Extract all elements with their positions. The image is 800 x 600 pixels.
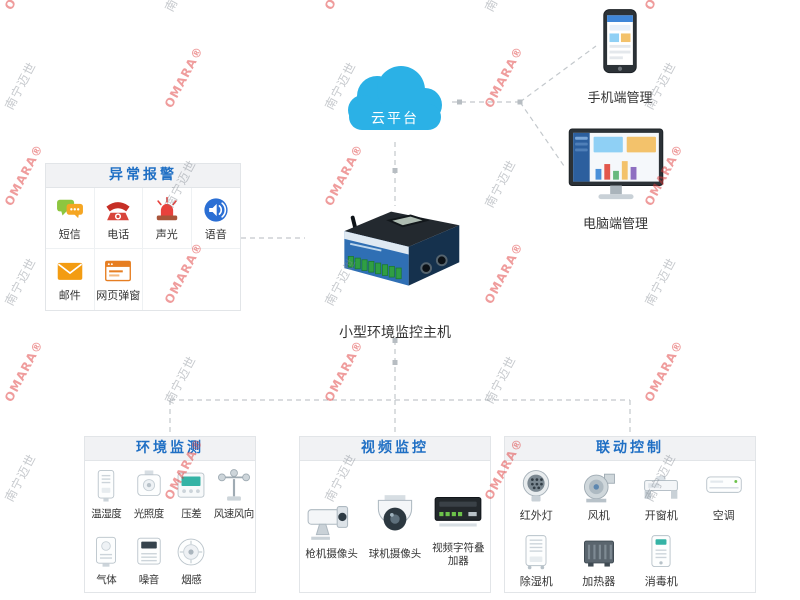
sensor-noise: 噪音: [128, 527, 171, 593]
alarm-voice-icon: [201, 195, 231, 225]
mobile-endpoint: 手机端管理: [570, 8, 670, 106]
camera-bullet-label: 枪机摄像头: [305, 548, 358, 561]
alarm-web-popup-icon: [103, 256, 133, 286]
environment-panel-body: 温湿度光照度 压差风速风向气体 噪音 烟感: [85, 461, 255, 593]
sensor-gas-label: 气体: [96, 574, 117, 587]
video-panel: 视频监控 枪机摄像头球机摄像头视频字符叠加器: [299, 436, 491, 593]
camera-bullet-icon: [305, 491, 359, 545]
control-panel: 联动控制 红外灯 风机 开窗机 空调除湿机 加热器 消毒机: [504, 436, 756, 593]
alarm-panel: 异常报警 短信 电话 声光 语音邮件 网页弹窗: [45, 163, 241, 311]
sensor-wind-icon: [215, 467, 253, 505]
host-device-icon: [307, 198, 483, 314]
device-heater-label: 加热器: [582, 574, 616, 588]
control-panel-title: 联动控制: [505, 437, 755, 461]
sensor-noise-icon: [130, 533, 168, 571]
device-window-opener: 开窗机: [630, 461, 693, 527]
alarm-email: 邮件: [46, 249, 95, 310]
sensor-light-label: 光照度: [133, 508, 165, 521]
alarm-sound-light-icon: [152, 195, 182, 225]
cloud-icon: [348, 66, 442, 130]
alarm-voice-label: 语音: [204, 227, 227, 241]
pc-label: 电脑端管理: [582, 217, 648, 232]
sensor-noise-label: 噪音: [138, 574, 160, 587]
sensor-smoke: 烟感: [170, 527, 213, 593]
sensor-light-icon: [130, 467, 168, 505]
cloud-label: 云平台: [371, 111, 419, 127]
device-window-opener-label: 开窗机: [644, 508, 678, 522]
video-overlay: 视频字符叠加器: [427, 461, 490, 591]
camera-dome-icon: [368, 491, 422, 545]
pc-endpoint: 电脑端管理: [553, 128, 678, 232]
sensor-pressure: 压差: [170, 461, 213, 527]
device-fan-icon: [579, 466, 619, 506]
control-panel-body: 红外灯 风机 开窗机 空调除湿机 加热器 消毒机: [505, 461, 755, 593]
alarm-email-label: 邮件: [58, 289, 81, 303]
device-fan: 风机: [568, 461, 631, 527]
video-overlay-icon: [431, 485, 485, 539]
camera-dome-label: 球机摄像头: [368, 548, 422, 561]
device-dehumidifier: 除湿机: [505, 527, 568, 593]
smartphone-icon: [599, 8, 641, 82]
sensor-gas-icon: [87, 533, 125, 571]
device-sterilizer: 消毒机: [630, 527, 693, 593]
sensor-wind: 风速风向: [213, 461, 256, 527]
device-window-opener-icon: [641, 466, 681, 506]
alarm-sms-icon: [55, 195, 85, 225]
alarm-phone-icon: [103, 195, 133, 225]
alarm-sms: 短信: [46, 188, 95, 249]
environment-panel: 环境监测 温湿度光照度 压差风速风向气体 噪音 烟感: [84, 436, 256, 593]
alarm-voice: 语音: [191, 188, 240, 249]
alarm-web-popup: 网页弹窗: [95, 249, 143, 310]
sensor-light: 光照度: [128, 461, 171, 527]
camera-dome: 球机摄像头: [363, 461, 426, 591]
device-ac-label: 空调: [712, 508, 735, 522]
camera-bullet: 枪机摄像头: [300, 461, 363, 591]
alarm-sms-label: 短信: [58, 227, 81, 241]
alarm-panel-body: 短信 电话 声光 语音邮件 网页弹窗: [46, 188, 240, 310]
video-overlay-label: 视频字符叠加器: [432, 541, 485, 567]
sensor-wind-label: 风速风向: [213, 508, 255, 521]
alarm-sound-light-label: 声光: [155, 227, 178, 241]
sensor-temp-humidity: 温湿度: [85, 461, 128, 527]
sensor-smoke-icon: [172, 533, 210, 571]
alarm-panel-title: 异常报警: [46, 164, 240, 188]
sensor-pressure-icon: [172, 467, 210, 505]
device-heater-icon: [579, 532, 619, 572]
mobile-label: 手机端管理: [587, 91, 653, 106]
device-ac: 空调: [693, 461, 756, 527]
device-heater: 加热器: [568, 527, 631, 593]
alarm-phone-label: 电话: [107, 227, 130, 241]
alarm-email-icon: [55, 256, 85, 286]
sensor-gas: 气体: [85, 527, 128, 593]
video-panel-title: 视频监控: [300, 437, 490, 461]
host-endpoint: 小型环境监控主机: [300, 198, 490, 342]
device-ir-light-icon: [516, 466, 556, 506]
monitor-icon: [567, 128, 665, 208]
device-ac-icon: [704, 466, 744, 506]
video-panel-body: 枪机摄像头球机摄像头视频字符叠加器: [300, 461, 490, 591]
device-ir-light-label: 红外灯: [519, 508, 553, 522]
sensor-smoke-label: 烟感: [181, 574, 202, 587]
device-fan-label: 风机: [587, 508, 610, 522]
alarm-web-popup-label: 网页弹窗: [96, 289, 141, 303]
alarm-phone: 电话: [94, 188, 143, 249]
sensor-pressure-label: 压差: [181, 508, 202, 521]
device-dehumidifier-icon: [516, 532, 556, 572]
device-sterilizer-icon: [641, 532, 681, 572]
device-ir-light: 红外灯: [505, 461, 568, 527]
cloud-platform: 云平台: [334, 62, 456, 142]
device-sterilizer-label: 消毒机: [644, 574, 678, 588]
environment-panel-title: 环境监测: [85, 437, 255, 461]
host-label: 小型环境监控主机: [339, 325, 451, 341]
alarm-sound-light: 声光: [143, 188, 192, 249]
device-dehumidifier-label: 除湿机: [519, 574, 553, 588]
sensor-temp-humidity-icon: [87, 467, 125, 505]
sensor-temp-humidity-label: 温湿度: [91, 508, 122, 521]
